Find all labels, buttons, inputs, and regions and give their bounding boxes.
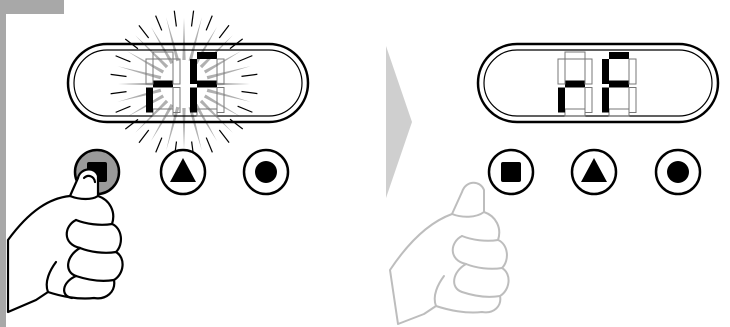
flash-dash (219, 25, 229, 38)
segment-on (190, 59, 197, 84)
flash-ray (182, 18, 185, 60)
flash-ray (200, 35, 233, 68)
segment-on (153, 81, 173, 88)
flash-dash (111, 92, 127, 94)
segment-on (146, 88, 153, 113)
segment-on (558, 88, 565, 113)
triangle-button[interactable] (161, 150, 205, 194)
flash-ray (182, 108, 185, 150)
segment-off (558, 59, 565, 84)
hand-faded-icon (390, 183, 509, 324)
segment-on (565, 81, 585, 88)
flash-dash (174, 11, 176, 27)
flash-dash (206, 138, 212, 153)
segment-off (565, 109, 585, 116)
flash-dash (111, 74, 127, 76)
segment-off (629, 88, 636, 113)
segment-off (565, 52, 585, 59)
segment-on (609, 81, 629, 88)
triangle-button[interactable] (572, 150, 616, 194)
panel-before (8, 11, 308, 312)
flash-dash (230, 119, 243, 129)
chevron-right-icon (386, 46, 412, 198)
display-window-inner (484, 50, 712, 116)
segment-off (609, 109, 629, 116)
segment-on (602, 59, 609, 84)
flash-dash (192, 11, 194, 27)
circle-button[interactable] (656, 150, 700, 194)
display-window (68, 44, 308, 122)
segment-on (190, 88, 197, 113)
flash-rays (111, 11, 258, 158)
flash-dash (116, 106, 131, 112)
flash-dash (156, 16, 162, 31)
circle-icon (667, 161, 689, 183)
display-window-inner (74, 50, 302, 116)
flash-dash (139, 130, 149, 143)
segment-on (197, 81, 217, 88)
flash-dash (238, 106, 253, 112)
segment-on (609, 52, 629, 59)
display-digits (558, 52, 636, 116)
circle-icon (255, 161, 277, 183)
flash-dash (241, 74, 257, 76)
flash-dash (156, 138, 162, 153)
segment-on (602, 88, 609, 113)
circle-button[interactable] (244, 150, 288, 194)
segment-off (585, 59, 592, 84)
square-icon (501, 162, 521, 182)
segment-off (585, 88, 592, 113)
flash-dash (219, 130, 229, 143)
flash-dash (116, 56, 131, 62)
flash-dash (238, 56, 253, 62)
flash-dash (139, 25, 149, 38)
segment-off (217, 88, 224, 113)
flash-dash (242, 92, 258, 94)
flash-dash (206, 16, 212, 31)
display-window (478, 44, 718, 122)
square-button[interactable] (489, 150, 533, 194)
segment-on (197, 52, 217, 59)
display-digits (146, 52, 224, 116)
panel-after (390, 44, 718, 324)
segment-off (629, 59, 636, 84)
segment-off (173, 59, 180, 84)
